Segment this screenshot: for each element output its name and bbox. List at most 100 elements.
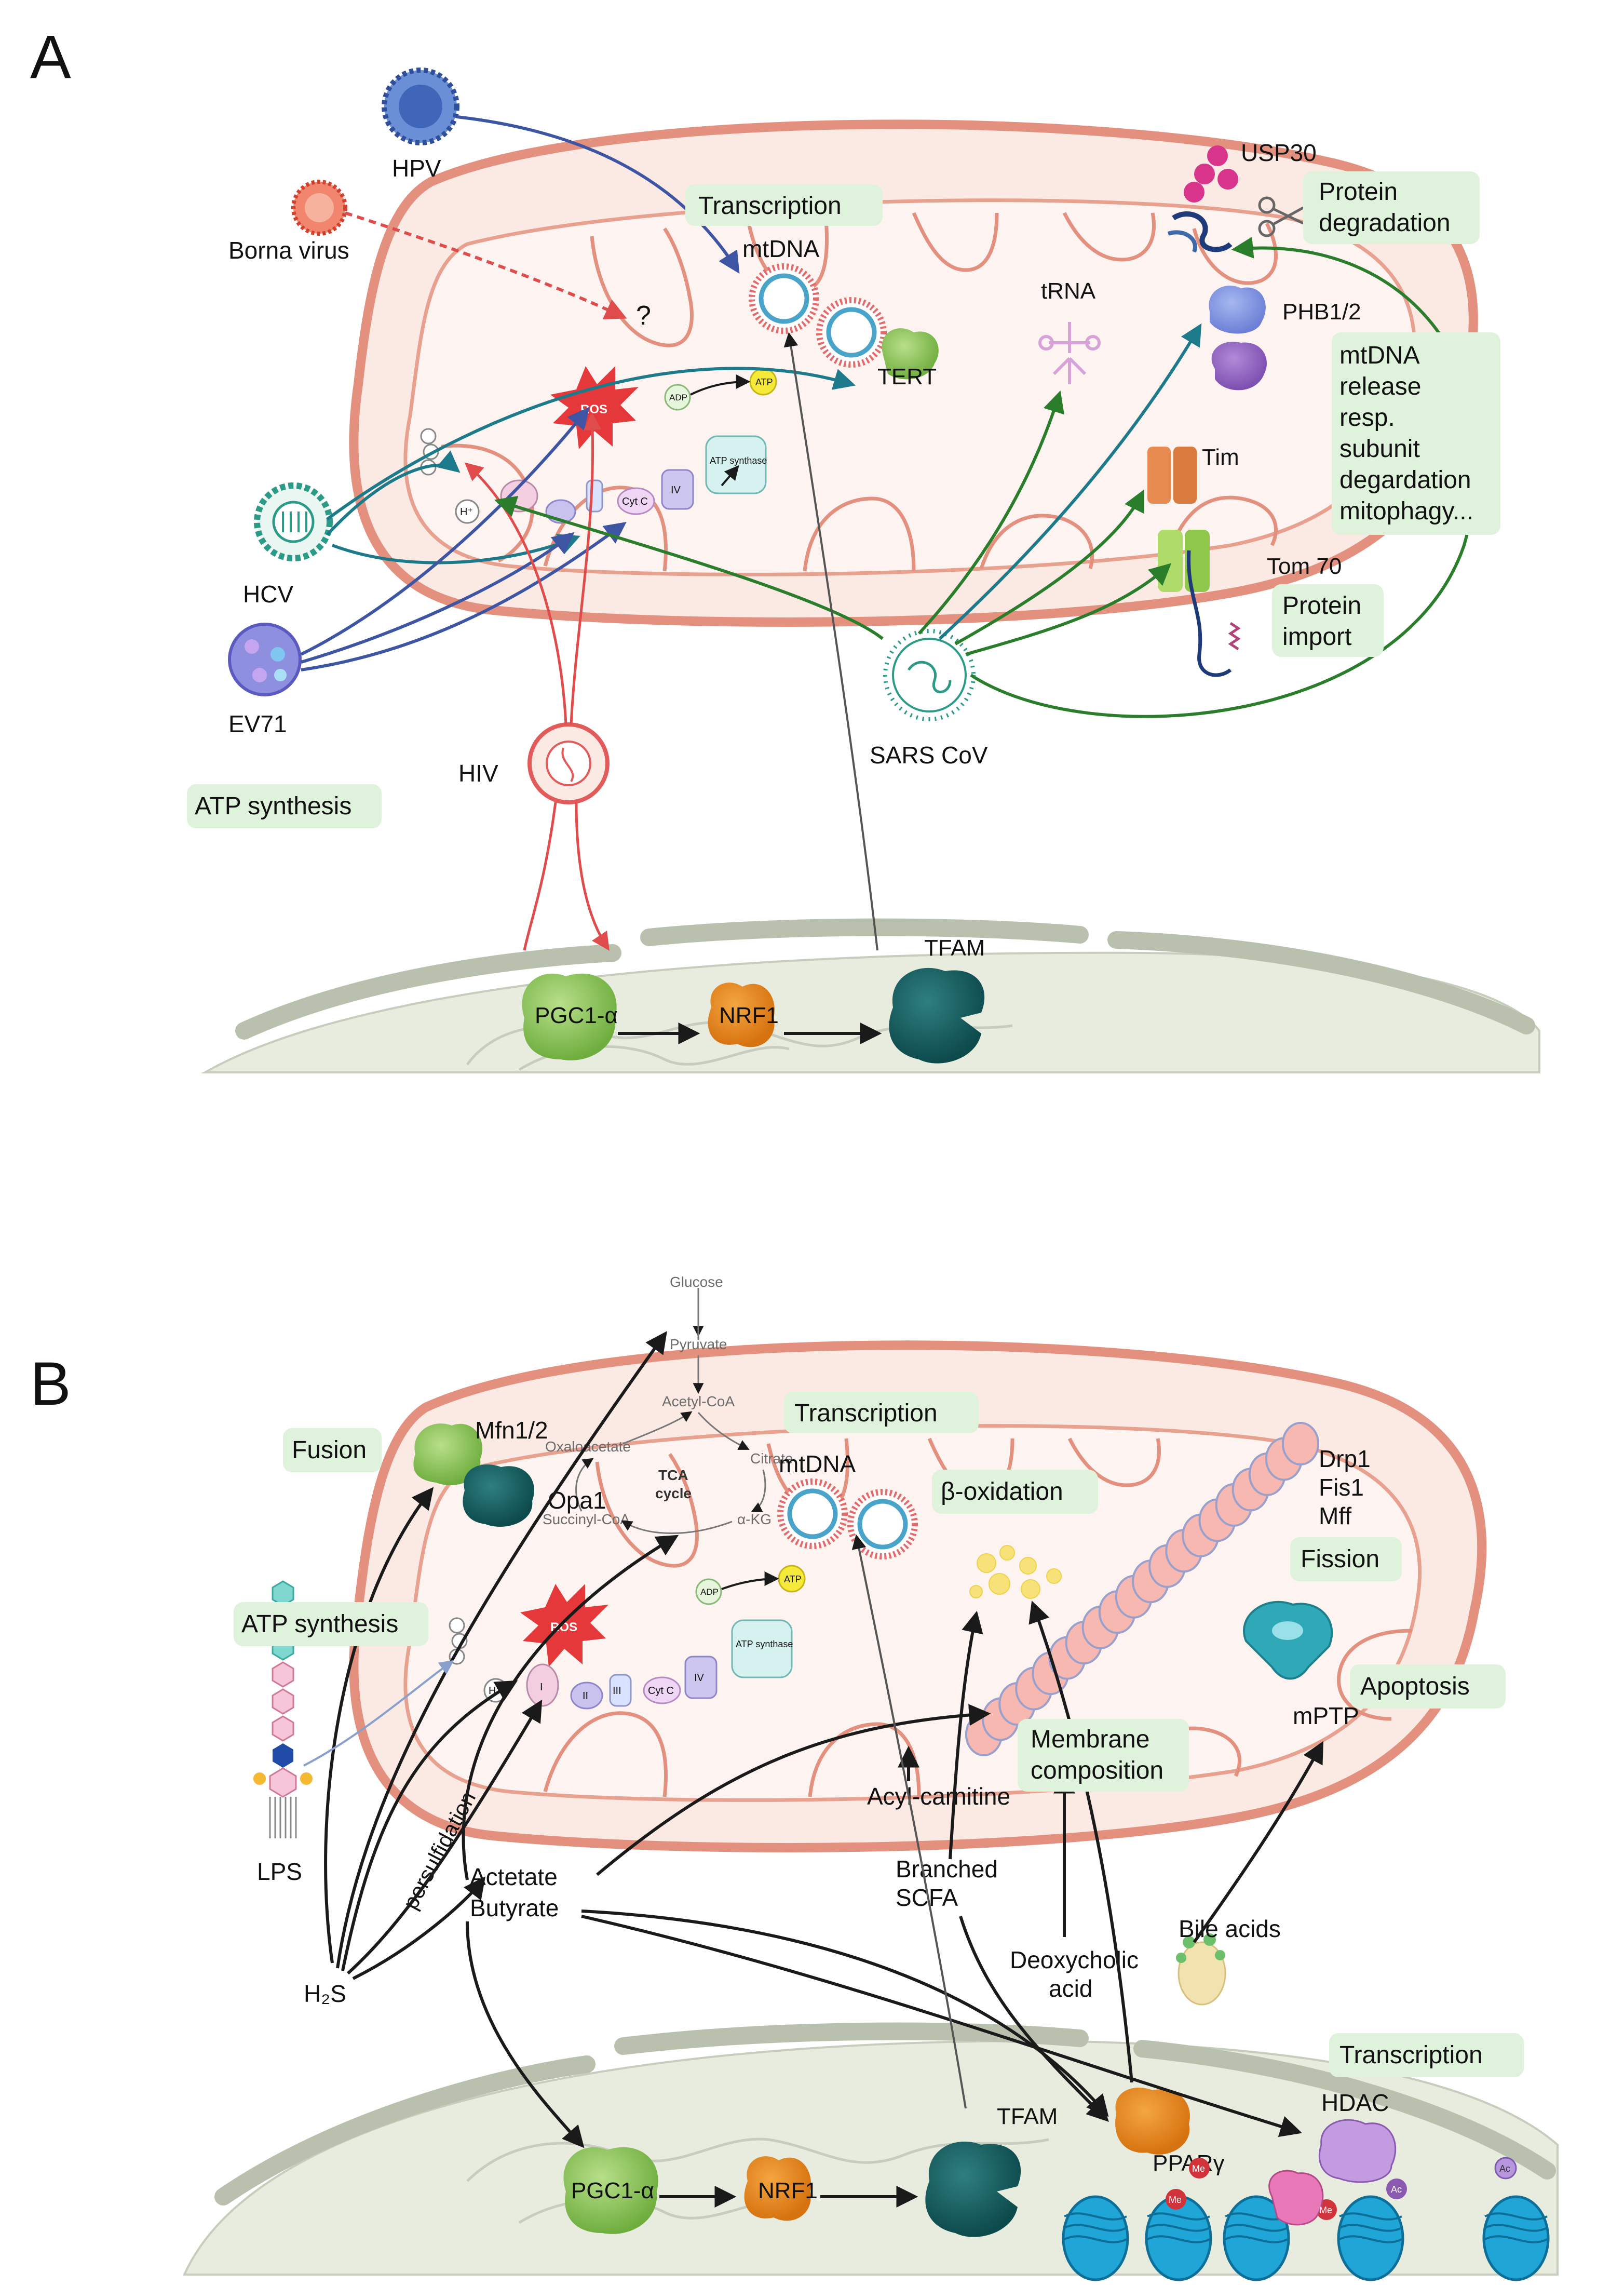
tfam-protein-a [889,967,985,1064]
tag-protein-import-line-1: Protein [1282,592,1361,620]
tag-transcription-a-text: Transcription [698,192,842,220]
dna-wrap [1225,2235,1288,2243]
dna-wrap [1064,2212,1127,2221]
tag-fission-text: Fission [1301,1545,1379,1573]
atp-synthase-label-a: ATP synthase [710,455,767,466]
tag-membrane-line-1: Membrane [1031,1726,1149,1753]
tag-transcription-b: Transcription [784,1392,979,1433]
dna-wrap [1147,2224,1210,2232]
mtdna-circles-a [749,263,887,368]
dna-wrap [1064,2224,1127,2232]
ros-burst-a [550,366,639,449]
tag-atp-synthesis-b: ATP synthesis [234,1602,428,1646]
nrf1-protein-b [744,2156,811,2221]
tag-phb-line-3: resp. [1339,404,1395,432]
tag-phb-line-6: mitophagy... [1339,497,1473,525]
opa1-protein [463,1464,534,1527]
acetyl-coa-label: Acetyl-CoA [662,1393,735,1409]
complex-iv-label-a: IV [671,485,681,496]
tag-protein-import: Protein import [1272,584,1384,657]
tag-fusion-text: Fusion [292,1436,367,1464]
nrf1-label-a: NRF1 [719,1003,779,1028]
panel-b: B Glucose Pyruvate Acetyl-C [30,1274,1559,2281]
branched-scfa-label-1: Branched [896,1855,998,1882]
acetate-label: Actetate [470,1863,558,1890]
acetyl-marks [1494,2157,1517,2180]
dna-wrap [1064,2235,1127,2243]
fis1-label: Fis1 [1319,1474,1364,1501]
succinyl-coa-label: Succinyl-CoA [543,1511,630,1527]
tag-phb-line-2: release [1339,373,1421,400]
hcv-label: HCV [243,581,293,608]
ev71-virus-icon [228,623,302,696]
tag-protein-degradation: Protein degradation [1303,171,1480,244]
dna-wrap [1147,2235,1210,2243]
glucose-label: Glucose [670,1274,723,1290]
tag-fusion: Fusion [283,1428,382,1472]
mptp-channel [1243,1601,1333,1680]
tag-protein-import-line-2: import [1282,623,1351,651]
nrf1-label-b: NRF1 [758,2178,818,2203]
tag-protein-degradation-line-1: Protein [1319,178,1398,206]
tca-label-2: cycle [655,1485,692,1501]
tag-transcription-nucleus-text: Transcription [1339,2041,1483,2069]
drp1-spiral [965,1422,1319,1756]
hpv-label: HPV [392,155,441,182]
nucleus-b [182,2022,1559,2276]
mitochondrion-b [349,1340,1487,1852]
tag-membrane-line-2: composition [1031,1757,1163,1784]
hplus-label-a: H⁺ [460,506,473,518]
tag-atp-synthesis-a: ATP synthesis [187,784,382,828]
pgc1a-protein-b [563,2147,658,2234]
tim-label: Tim [1202,445,1239,470]
usp30-protein [1167,145,1238,253]
usp30-label: USP30 [1241,139,1317,166]
arrows-b [303,1293,1324,2208]
mtdna-label-b: mtDNA [779,1450,856,1477]
tag-apoptosis: Apoptosis [1350,1664,1506,1709]
borna-virus-icon [291,180,347,236]
drp1-ring [1282,1422,1319,1465]
tag-apoptosis-text: Apoptosis [1360,1673,1470,1700]
pgc1a-label-b: PGC1-α [571,2178,654,2203]
dna-wrap [1147,2212,1210,2221]
tag-atp-synthesis-b-text: ATP synthesis [241,1610,398,1638]
adp-label-a: ADP [669,393,687,402]
hdac-complex [1318,2119,1407,2199]
complex-iv-label-b: IV [694,1672,705,1684]
borna-label: Borna virus [228,237,349,264]
dna-wrap [1484,2224,1548,2232]
bile-acids-icon [1176,1933,1226,2006]
hpv-virus-icon [382,68,459,145]
deoxycholic-label-2: acid [1049,1975,1092,2002]
tfam-label-b: TFAM [997,2104,1058,2129]
chromatin-nucleosomes [1062,2195,1550,2281]
trna-label: tRNA [1041,278,1096,304]
tag-phb-line-1: mtDNA [1339,342,1420,369]
tag-beta-oxidation-text: β-oxidation [941,1478,1063,1505]
dna-wrap [1339,2212,1402,2221]
nrf1-protein-a [708,983,775,1047]
citrate-label: Citrate [750,1450,793,1467]
akg-label: α-KG [737,1511,772,1527]
tca-label-1: TCA [658,1467,688,1483]
complex-i-label-b: I [540,1682,543,1693]
hiv-virus-icon [527,722,610,804]
complex-ii-label-b: II [583,1690,588,1702]
beta-oxidation-droplets [969,1545,1062,1599]
methyl-label-3: Me [1319,2205,1332,2215]
tag-phb-line-5: degardation [1339,466,1471,494]
pgc1a-protein-a [522,973,617,1060]
mff-label: Mff [1319,1502,1351,1529]
panel-a: A [30,23,1540,1073]
drp1-label: Drp1 [1319,1445,1371,1472]
mtdna-circles-b [777,1478,918,1559]
tag-transcription-a: Transcription [685,184,883,226]
tag-phb-line-4: subunit [1339,435,1420,463]
adp-label-b: ADP [700,1587,719,1597]
cytc-label-b: Cyt C [648,1685,674,1697]
mfn-protein [413,1423,482,1485]
tag-phb-functions: mtDNA release resp. subunit degardation … [1332,332,1500,535]
lps-label: LPS [257,1858,302,1885]
